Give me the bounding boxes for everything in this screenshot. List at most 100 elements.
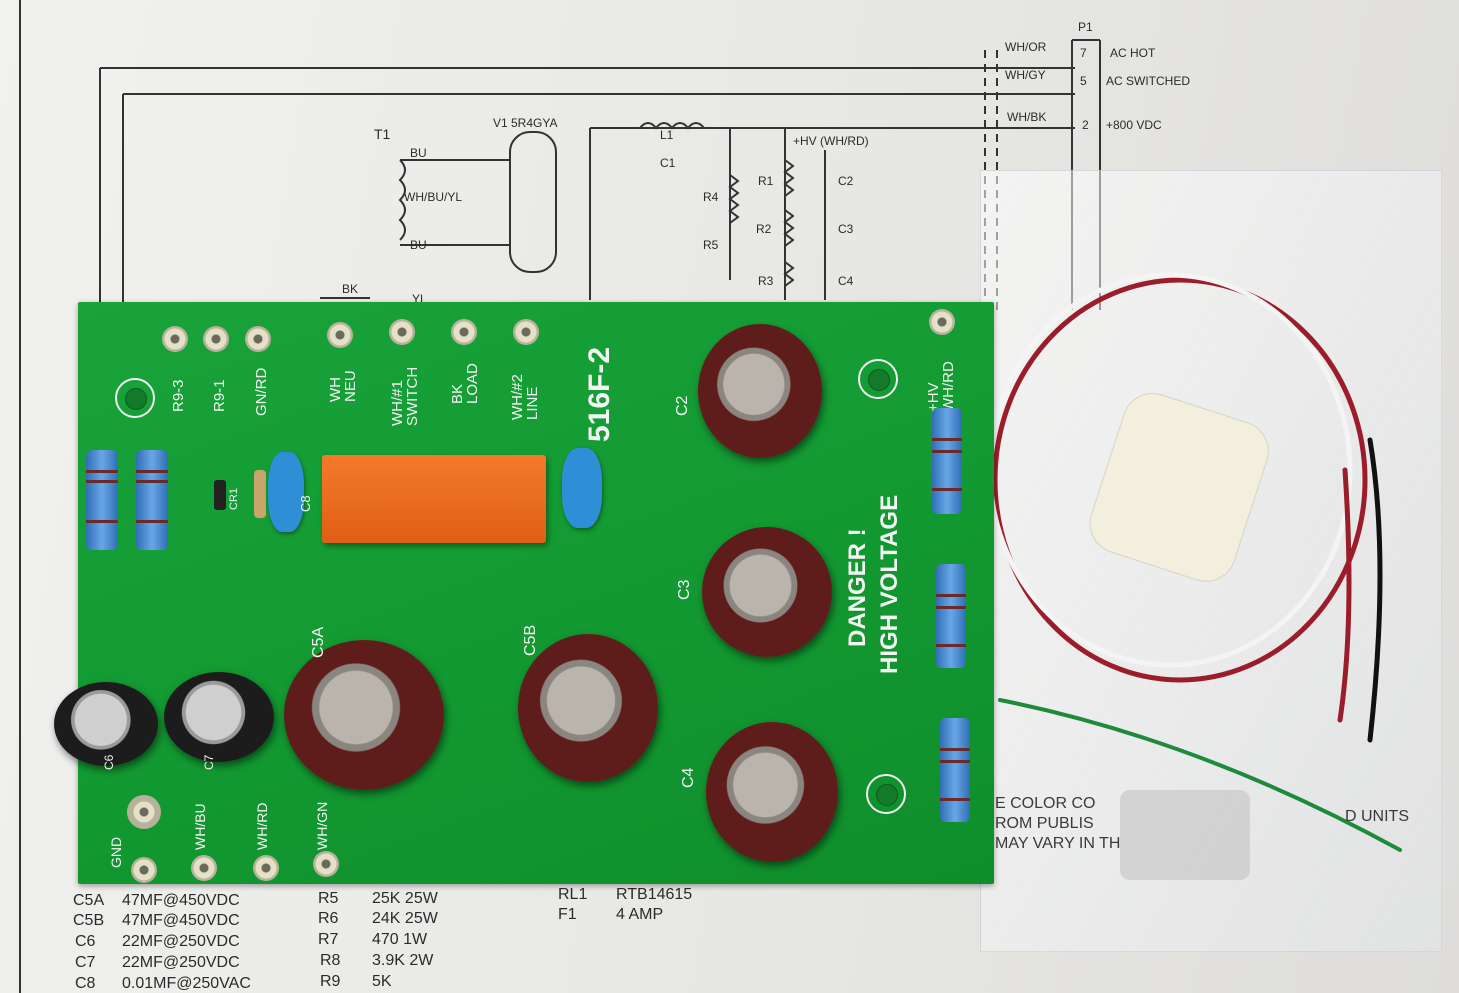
label-c4: C4 (680, 767, 697, 788)
part-rl1-value: RTB14615 (616, 886, 693, 903)
resistor-r9a (86, 450, 118, 550)
pad-wh-switch[interactable] (389, 319, 415, 345)
part-r7-ref: R7 (318, 931, 339, 948)
part-c7-ref: C7 (75, 954, 96, 971)
capacitor-c7 (164, 672, 274, 762)
pad-gnd-2[interactable] (131, 857, 157, 883)
p1-row-1-pin: 7 (1080, 46, 1087, 60)
c4-schematic-label: C4 (838, 274, 854, 288)
capacitor-c3 (702, 527, 832, 657)
label-gnd: GND (108, 836, 124, 868)
c3-schematic-label: C3 (838, 222, 854, 236)
mounting-hole-bottom-right (866, 774, 906, 814)
pad-r9-3[interactable] (162, 326, 188, 352)
note-line-1b: D UNITS (1345, 808, 1409, 825)
part-r9-value: 5K (372, 973, 392, 990)
wire-bu-bottom: BU (410, 238, 427, 252)
p1-row-2-wire: WH/GY (1005, 68, 1046, 82)
r5-label: R5 (703, 238, 719, 252)
mounting-hole-top-left (115, 378, 155, 418)
pad-wh-bu[interactable] (191, 855, 217, 881)
c1-label: C1 (660, 156, 676, 170)
part-c6-ref: C6 (75, 933, 96, 950)
p1-row-1-wire: WH/OR (1005, 40, 1047, 54)
capacitor-c8 (268, 452, 304, 532)
pad-hv[interactable] (929, 309, 955, 335)
part-c7-value: 22MF@250VDC (122, 954, 240, 971)
t1-label: T1 (374, 126, 391, 142)
part-c8-value: 0.01MF@250VAC (122, 975, 251, 992)
label-c6: C6 (102, 754, 116, 770)
part-c6-value: 22MF@250VDC (122, 933, 240, 950)
danger-line-2: HIGH VOLTAGE (876, 494, 903, 674)
label-c5a: C5A (310, 626, 327, 658)
l1-label: L1 (660, 128, 674, 142)
resistor-r1 (932, 408, 962, 514)
pad-wh-gn[interactable] (313, 851, 339, 877)
danger-line-1: DANGER ! (844, 528, 871, 647)
part-r5-ref: R5 (318, 890, 339, 907)
c2-schematic-label: C2 (838, 174, 854, 188)
label-bk-load: BK LOAD (449, 363, 481, 404)
part-r5-value: 25K 25W (372, 890, 438, 907)
part-c5a-value: 47MF@450VDC (122, 892, 240, 909)
capacitor-c1 (562, 448, 602, 528)
diode-cr1 (214, 480, 226, 510)
part-f1-value: 4 AMP (616, 906, 664, 923)
part-r9-ref: R9 (320, 973, 341, 990)
capacitor-c5b (518, 634, 658, 782)
label-r9-1: R9-1 (211, 379, 228, 412)
relay-rl1 (322, 455, 546, 543)
part-r7-value: 470 1W (372, 931, 428, 948)
resistor-r7 (254, 470, 266, 518)
p1-row-1-desc: AC HOT (1110, 46, 1156, 60)
pad-gn-rd[interactable] (245, 326, 271, 352)
note-line-3: MAY VARY IN TH (995, 835, 1121, 852)
pad-wh-neu[interactable] (327, 322, 353, 348)
p1-row-2-pin: 5 (1080, 74, 1087, 88)
wire-whbuyl: WH/BU/YL (404, 190, 463, 204)
resistor-r2 (936, 564, 966, 668)
label-hv: +HV WH/RD (925, 361, 957, 412)
part-r6-ref: R6 (318, 910, 339, 927)
capacitor-c4 (706, 722, 838, 862)
resistor-r9b (136, 450, 168, 550)
board-model: 516F-2 (583, 346, 616, 442)
r4-label: R4 (703, 190, 719, 204)
p1-row-3-desc: +800 VDC (1106, 118, 1162, 132)
pad-bk-load[interactable] (451, 319, 477, 345)
label-cr1: CR1 (228, 487, 240, 510)
pad-wh-line[interactable] (513, 319, 539, 345)
note-line-2: ROM PUBLIS (995, 815, 1094, 832)
label-wh-bu: WH/BU (192, 803, 208, 850)
label-c2: C2 (674, 395, 691, 416)
hv-schematic-label: +HV (WH/RD) (793, 134, 869, 148)
r3-label: R3 (758, 274, 774, 288)
pad-wh-rd[interactable] (253, 855, 279, 881)
part-r8-ref: R8 (320, 952, 341, 969)
note-line-1: E COLOR CO (995, 795, 1096, 812)
mounting-hole-top-right (858, 359, 898, 399)
p1-row-3-wire: WH/BK (1007, 110, 1047, 124)
pad-r9-1[interactable] (203, 326, 229, 352)
pcb-board: R9-3 R9-1 GN/RD WH NEU WH/#1 SWITCH BK L… (54, 302, 994, 884)
capacitor-c2 (698, 324, 822, 458)
capacitor-c5a (284, 640, 444, 790)
p1-row-2-desc: AC SWITCHED (1106, 74, 1190, 88)
v1-label: V1 5R4GYA (493, 116, 558, 130)
pad-gnd[interactable] (127, 795, 161, 829)
label-wh-line: WH/#2 LINE (509, 374, 541, 420)
capacitor-c6 (54, 682, 158, 766)
label-c5b: C5B (522, 624, 539, 656)
resistor-r3 (940, 718, 970, 822)
label-wh-rd: WH/RD (254, 802, 270, 850)
label-c7: C7 (202, 754, 216, 770)
r1-label: R1 (758, 174, 774, 188)
wire-bu-top: BU (410, 146, 427, 160)
part-c8-ref: C8 (75, 975, 96, 992)
p1-label: P1 (1078, 20, 1093, 34)
part-c5b-value: 47MF@450VDC (122, 912, 240, 929)
label-c8: C8 (298, 495, 313, 512)
